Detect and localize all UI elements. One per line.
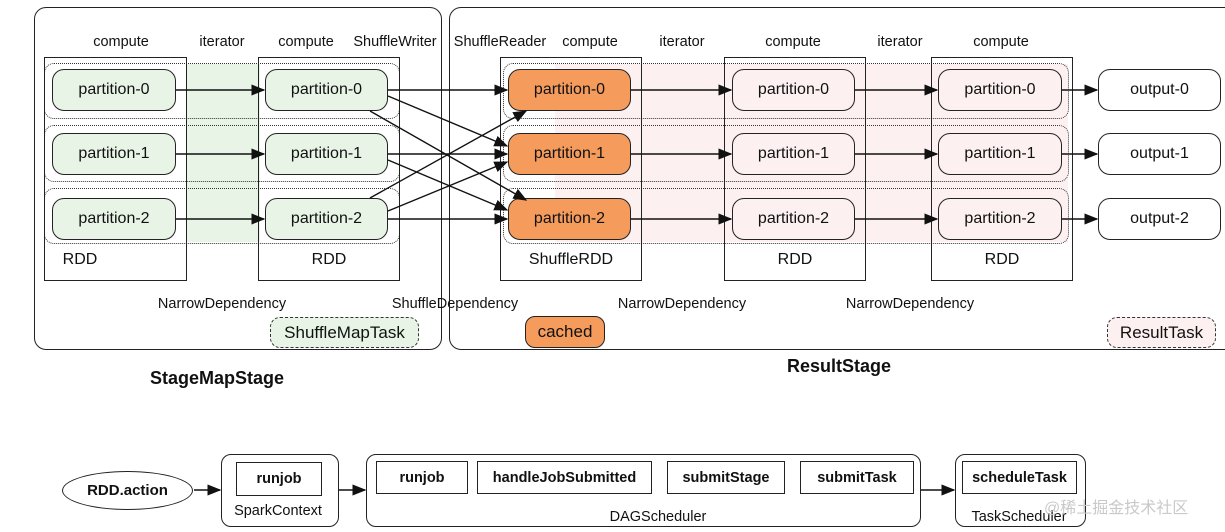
dependency-narrow-1: NarrowDependency — [157, 296, 287, 312]
col0-partition-2: partition-2 — [52, 198, 176, 240]
shuffle-map-stage-container — [34, 7, 442, 350]
output-0-box: output-0 — [1098, 69, 1221, 111]
col2-partition-2: partition-2 — [508, 198, 631, 240]
header-compute-3: compute — [562, 34, 618, 50]
rdd-action-ellipse: RDD.action — [62, 471, 193, 510]
header-shuffle-reader: ShuffleReader — [453, 34, 547, 50]
dag-scheduler-container — [366, 454, 921, 527]
col4-partition-1: partition-1 — [938, 133, 1062, 175]
dag-submit-task: submitTask — [800, 461, 914, 494]
result-stage-title: ResultStage — [786, 356, 892, 376]
col0-partition-1: partition-1 — [52, 133, 176, 175]
dependency-narrow-2: NarrowDependency — [617, 296, 747, 312]
col2-partition-0: partition-0 — [508, 69, 631, 111]
header-compute-5: compute — [973, 34, 1029, 50]
col4-rdd-label: RDD — [984, 251, 1020, 268]
col1-rdd-label: RDD — [311, 251, 347, 268]
green-shade — [186, 64, 260, 242]
arrow-shuffle-0-2 — [369, 110, 528, 201]
col0-rdd-label: RDD — [62, 251, 98, 268]
rdd-box-3 — [724, 57, 866, 281]
header-shuffle-writer: ShuffleWriter — [353, 34, 437, 50]
col2-partition-1: partition-1 — [508, 133, 631, 175]
col3-rdd-label: RDD — [777, 251, 813, 268]
col3-partition-0: partition-0 — [732, 69, 855, 111]
map-stage-title: StageMapStage — [149, 368, 285, 388]
spark-context-container — [221, 454, 339, 527]
col1-partition-0: partition-0 — [265, 69, 388, 111]
dag-submit-stage: submitStage — [667, 461, 785, 494]
col4-partition-2: partition-2 — [938, 198, 1062, 240]
col3-partition-1: partition-1 — [732, 133, 855, 175]
arrow-shuffle-2-0 — [369, 110, 528, 199]
dag-handle-job-submitted: handleJobSubmitted — [477, 461, 652, 494]
header-iterator-1: iterator — [199, 34, 245, 50]
header-compute-4: compute — [765, 34, 821, 50]
schedule-task: scheduleTask — [962, 461, 1077, 494]
arrow-shuffle-2-1 — [387, 161, 509, 212]
col0-partition-0: partition-0 — [52, 69, 176, 111]
dag-scheduler-label: DAGScheduler — [609, 509, 707, 525]
shuffle-map-task-badge: ShuffleMapTask — [270, 317, 419, 348]
result-task-badge: ResultTask — [1107, 317, 1216, 348]
dag-runjob: runjob — [376, 461, 468, 494]
arrow-shuffle-1-2 — [387, 159, 509, 211]
header-iterator-2: iterator — [659, 34, 705, 50]
col1-partition-2: partition-2 — [265, 198, 388, 240]
watermark: @稀土掘金技术社区 — [1044, 500, 1189, 517]
rdd-box-1 — [258, 57, 400, 281]
rdd-box-4 — [931, 57, 1073, 281]
result-stage-container — [449, 7, 1225, 350]
output-1-box: output-1 — [1098, 133, 1221, 175]
col4-partition-0: partition-0 — [938, 69, 1062, 111]
task-scheduler-label: TaskScheduler — [971, 509, 1067, 525]
col1-partition-1: partition-1 — [265, 133, 388, 175]
output-2-box: output-2 — [1098, 198, 1221, 240]
col2-rdd-label: ShuffleRDD — [528, 251, 614, 268]
arrow-shuffle-0-1 — [387, 95, 509, 147]
header-iterator-3: iterator — [877, 34, 923, 50]
spark-context-runjob: runjob — [236, 462, 322, 496]
task-scheduler-container — [955, 454, 1086, 527]
header-compute-2: compute — [278, 34, 334, 50]
dependency-narrow-3: NarrowDependency — [845, 296, 975, 312]
cached-badge: cached — [525, 316, 605, 348]
rdd-box-0 — [44, 57, 187, 281]
header-compute-1: compute — [93, 34, 149, 50]
col3-partition-2: partition-2 — [732, 198, 855, 240]
spark-context-label: SparkContext — [234, 503, 322, 519]
dependency-shuffle: ShuffleDependency — [391, 296, 519, 312]
